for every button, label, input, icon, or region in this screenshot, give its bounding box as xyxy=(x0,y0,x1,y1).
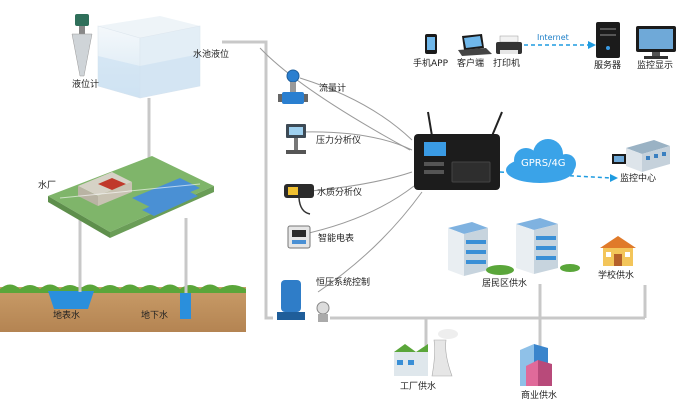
factory-supply-label: 工厂供水 xyxy=(400,382,437,392)
residential-supply-label: 居民区供水 xyxy=(482,279,528,289)
flowmeter-icon xyxy=(278,69,308,104)
printer-label: 打印机 xyxy=(493,59,521,69)
surface-water-pool xyxy=(48,291,94,309)
monitor-display-label: 监控显示 xyxy=(637,61,674,71)
surface-water-label: 地表水 xyxy=(53,311,81,321)
groundwater-well xyxy=(180,293,191,319)
pressure-analyzer-label: 压力分析仪 xyxy=(316,136,362,146)
server-icon xyxy=(596,22,620,58)
soil-layer xyxy=(0,287,246,332)
printer-icon xyxy=(496,35,522,54)
smart-meter-icon xyxy=(287,225,311,249)
monitor-icon xyxy=(636,26,676,59)
school-icon xyxy=(600,236,636,266)
pump-icon xyxy=(277,280,330,322)
constant-pressure-control-label: 恒压系统控制 xyxy=(316,278,371,288)
commercial-building-icon xyxy=(520,344,552,386)
water-plant-icon xyxy=(48,156,214,238)
server-label: 服务器 xyxy=(594,61,622,71)
laptop-icon xyxy=(458,34,492,56)
gprs-arrow xyxy=(610,174,618,182)
pressure-analyzer-icon xyxy=(286,124,306,154)
smart-meter-label: 智能电表 xyxy=(318,234,355,244)
rtu-device-icon xyxy=(414,111,503,190)
client-label: 客户端 xyxy=(457,59,485,69)
commercial-supply-label: 商业供水 xyxy=(521,391,558,401)
flowmeter-label: 流量计 xyxy=(319,84,347,94)
factory-icon xyxy=(394,329,458,377)
residential-building-icon xyxy=(448,218,580,276)
level-meter-label: 液位计 xyxy=(72,80,100,90)
school-supply-label: 学校供水 xyxy=(598,271,635,281)
cloud-icon xyxy=(506,139,576,183)
water-tank-icon xyxy=(97,16,201,99)
mobile-app-label: 手机APP xyxy=(413,59,449,69)
gprs-label: GPRS/4G xyxy=(521,158,566,169)
ground xyxy=(0,284,246,332)
water-quality-analyzer-label: 水质分析仪 xyxy=(317,188,363,198)
monitor-center-label: 监控中心 xyxy=(620,174,657,184)
pipes xyxy=(78,40,647,346)
water-quality-icon xyxy=(284,184,314,215)
phone-icon xyxy=(425,34,437,54)
signal-links xyxy=(259,47,423,293)
grass-strip xyxy=(0,284,246,293)
monitor-center-icon xyxy=(612,140,670,172)
internet-arrow xyxy=(588,41,596,49)
internet-label: Internet xyxy=(537,33,569,42)
radar-level-sensor-icon xyxy=(71,14,93,77)
water-plant-label: 水厂 xyxy=(38,181,57,191)
tank-level-label: 水池液位 xyxy=(193,50,230,60)
groundwater-label: 地下水 xyxy=(141,311,169,321)
